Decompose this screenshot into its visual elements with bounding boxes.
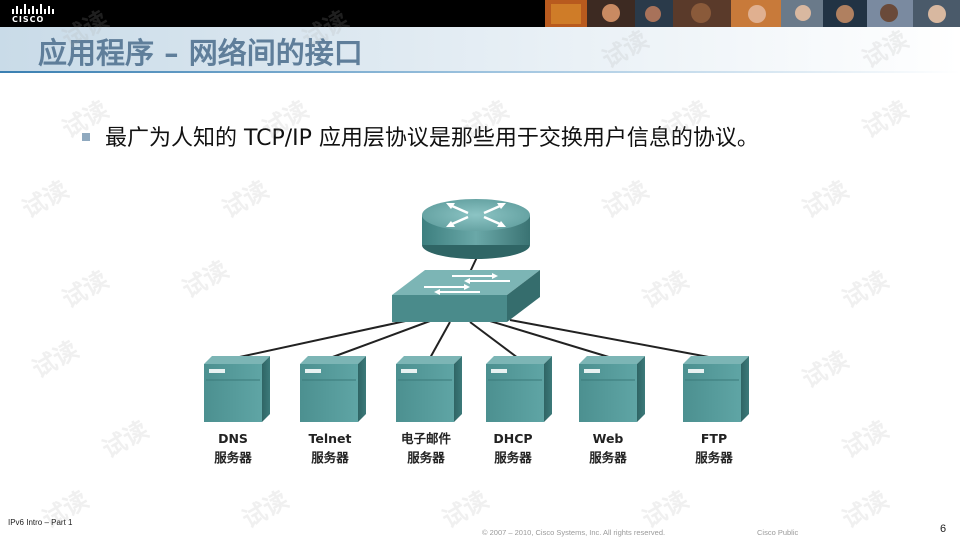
server-name: FTP — [700, 431, 728, 446]
server-telnet-icon — [300, 356, 366, 422]
people-photo-strip — [545, 0, 960, 27]
server-ftp-icon — [683, 356, 749, 422]
switch-icon — [392, 270, 540, 322]
server-name: Telnet — [308, 431, 352, 446]
slide-title: 应用程序 – 网络间的接口 — [38, 36, 363, 70]
router-icon — [422, 199, 530, 259]
title-band — [0, 27, 960, 71]
server-role: 服务器 — [494, 450, 532, 465]
server-role: 服务器 — [695, 450, 733, 465]
server-email-icon — [396, 356, 462, 422]
server-role: 服务器 — [407, 450, 445, 465]
server-label-telnet: Telnet 服务器 — [285, 429, 375, 467]
server-label-dns: DNS 服务器 — [188, 429, 278, 467]
server-label-dhcp: DHCP 服务器 — [468, 429, 558, 467]
cisco-logo-text: CISCO — [12, 15, 45, 24]
server-links — [234, 319, 715, 359]
server-label-ftp: FTP 服务器 — [669, 429, 759, 467]
bullet-text: 最广为人知的 TCP/IP 应用层协议是那些用于交换用户信息的协议。 — [105, 126, 759, 151]
footer-classification: Cisco Public — [757, 528, 799, 537]
server-name: 电子邮件 — [400, 431, 451, 446]
server-role: 服务器 — [214, 450, 252, 465]
page-number: 6 — [940, 523, 947, 535]
cisco-bars-icon — [12, 4, 54, 14]
server-role: 服务器 — [589, 450, 627, 465]
server-web-icon — [579, 356, 645, 422]
footer-copyright: © 2007 – 2010, Cisco Systems, Inc. All r… — [482, 528, 666, 537]
footer-course-title: IPv6 Intro – Part 1 — [8, 518, 73, 527]
server-name: Web — [592, 431, 624, 446]
bullet-square-icon — [82, 133, 90, 141]
server-role: 服务器 — [311, 450, 349, 465]
server-name: DNS — [218, 431, 248, 446]
cisco-logo: CISCO — [8, 3, 60, 25]
server-label-web: Web 服务器 — [563, 429, 653, 467]
server-label-email: 电子邮件 服务器 — [381, 429, 471, 467]
top-banner: CISCO — [0, 0, 960, 27]
server-dns-icon — [204, 356, 270, 422]
title-divider — [0, 71, 960, 73]
server-dhcp-icon — [486, 356, 552, 422]
server-name: DHCP — [493, 431, 533, 446]
